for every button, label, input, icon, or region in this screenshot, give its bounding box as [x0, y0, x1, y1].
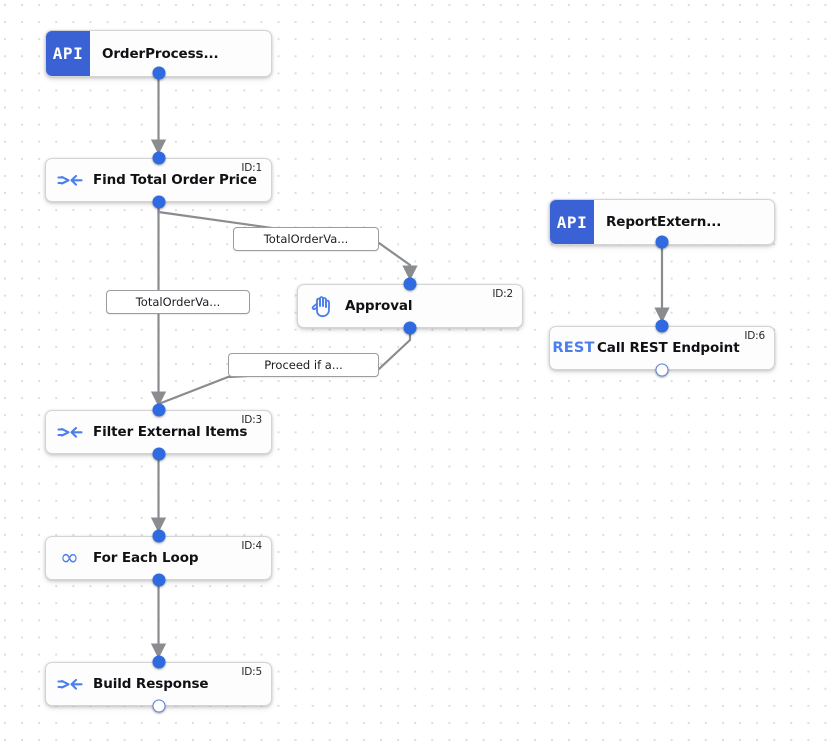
infinity-glyph: ∞ [59, 544, 80, 571]
port-out-for-each-loop[interactable] [152, 573, 165, 587]
node-id-badge: ID:1 [241, 162, 262, 174]
edge-label-total-order-va-1[interactable]: TotalOrderVa... [233, 227, 379, 251]
infinity-icon: ∞ [46, 544, 93, 571]
node-title: For Each Loop [93, 550, 199, 566]
node-order-process[interactable]: API OrderProcess... [45, 30, 272, 77]
merge-arrows-icon [46, 172, 93, 189]
node-title: Build Response [93, 676, 209, 692]
port-in-filter-external-items[interactable] [152, 403, 165, 417]
node-build-response[interactable]: Build Response ID:5 [45, 662, 272, 706]
edge-label-total-order-va-2[interactable]: TotalOrderVa... [106, 290, 250, 314]
api-badge-icon: API [46, 31, 90, 76]
port-out-find-total-order-price[interactable] [152, 195, 165, 209]
api-badge-icon: API [550, 200, 594, 244]
hand-icon [298, 295, 345, 318]
port-out-order-process[interactable] [152, 66, 165, 80]
node-title: Approval [345, 298, 413, 314]
node-title: ReportExtern... [606, 214, 722, 230]
edge-label-proceed-if-a[interactable]: Proceed if a... [228, 353, 379, 377]
node-id-badge: ID:6 [744, 330, 765, 342]
node-call-rest-endpoint[interactable]: REST Call REST Endpoint ID:6 [549, 326, 775, 370]
rest-icon: REST [550, 340, 597, 356]
merge-arrows-icon [46, 424, 93, 441]
port-in-for-each-loop[interactable] [152, 529, 165, 543]
node-title: Find Total Order Price [93, 172, 257, 188]
node-id-badge: ID:3 [241, 414, 262, 426]
node-id-badge: ID:2 [492, 288, 513, 300]
node-id-badge: ID:5 [241, 666, 262, 678]
port-in-call-rest-endpoint[interactable] [655, 319, 669, 333]
node-title: Call REST Endpoint [597, 340, 740, 356]
port-out-build-response[interactable] [152, 699, 165, 713]
port-in-approval[interactable] [403, 277, 417, 291]
port-out-report-extern[interactable] [655, 235, 669, 249]
node-id-badge: ID:4 [241, 540, 262, 552]
port-out-approval[interactable] [403, 321, 417, 335]
port-out-filter-external-items[interactable] [152, 447, 165, 461]
port-in-find-total-order-price[interactable] [152, 151, 165, 165]
merge-arrows-icon [46, 676, 93, 693]
node-for-each-loop[interactable]: ∞ For Each Loop ID:4 [45, 536, 272, 580]
node-title: OrderProcess... [102, 45, 219, 62]
port-out-call-rest-endpoint[interactable] [655, 363, 669, 377]
node-title: Filter External Items [93, 424, 248, 440]
port-in-build-response[interactable] [152, 655, 165, 669]
rest-icon-text: REST [552, 340, 595, 356]
